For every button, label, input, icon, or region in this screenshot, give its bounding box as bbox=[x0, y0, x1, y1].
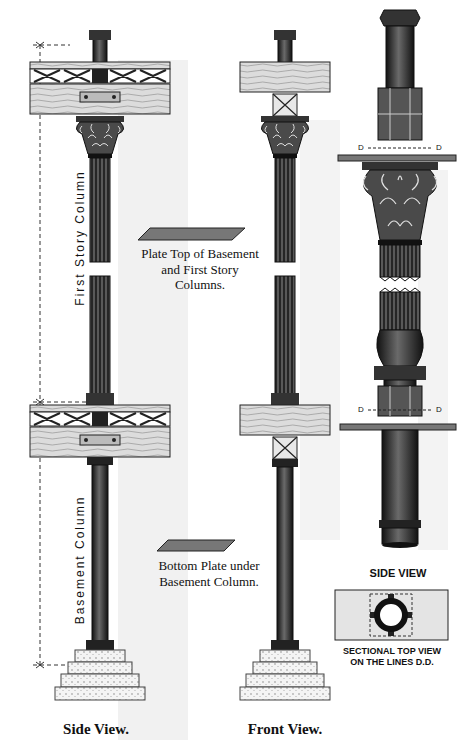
view-label: SIDE VIEW bbox=[370, 567, 427, 580]
view-caption: Side View. bbox=[63, 720, 129, 738]
section-mark: D bbox=[358, 143, 364, 153]
plate-label: Bottom Plate under Basement Column. bbox=[150, 558, 268, 589]
section-mark: D bbox=[436, 405, 442, 415]
section-mark: D bbox=[358, 405, 364, 415]
column-name: Basement Column bbox=[73, 496, 87, 625]
column-name: First Story Column bbox=[73, 170, 87, 305]
section-mark: D bbox=[436, 143, 442, 153]
plate-label: Plate Top of Basement and First Story Co… bbox=[140, 246, 260, 293]
view-label: SECTIONAL TOP VIEW ON THE LINES D.D. bbox=[336, 646, 448, 668]
view-caption: Front View. bbox=[248, 720, 323, 738]
